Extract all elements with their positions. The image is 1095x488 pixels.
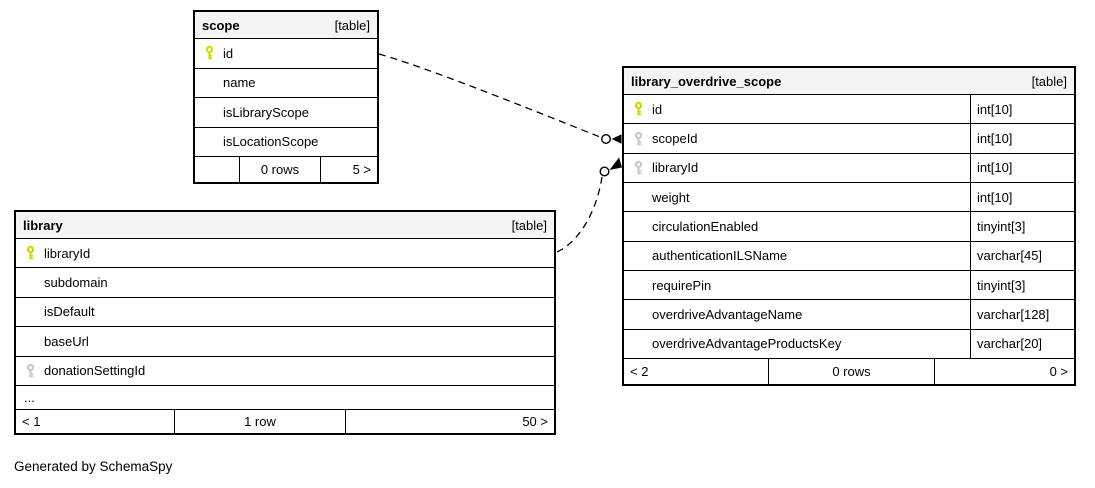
table-tag: [table] [1031, 73, 1067, 89]
column-subdomain: subdomain [16, 268, 554, 298]
column-circulationenabled: circulationEnabled tinyint[3] [624, 212, 1074, 242]
row-count: 0 rows [239, 157, 320, 182]
column-type: int[10] [970, 124, 1074, 153]
column-name: isDefault [44, 304, 95, 320]
arrowhead-icon [611, 134, 622, 144]
table-library-overdrive-scope: library_overdrive_scope [table] id int[1… [622, 66, 1076, 387]
column-islibraryscope: isLibraryScope [195, 98, 377, 128]
column-scopeid: scopeId int[10] [624, 124, 1074, 154]
column-name: scopeId [652, 131, 698, 147]
column-name: isLocationScope [223, 134, 319, 150]
foreign-key-icon [23, 363, 37, 379]
table-name: scope [202, 17, 240, 33]
table-library-footer: < 1 1 row 50 > [16, 409, 554, 433]
table-scope: scope [table] id name isLibraryScope [193, 10, 379, 184]
related-in-count: < 1 [22, 413, 41, 429]
column-islocationscope: isLocationScope [195, 127, 377, 157]
column-id: id int[10] [624, 95, 1074, 125]
table-name: library [23, 217, 63, 233]
related-out-count: 0 > [934, 359, 1074, 385]
column-type: varchar[20] [970, 329, 1074, 359]
table-tag: [table] [511, 217, 547, 233]
column-name: baseUrl [44, 333, 89, 349]
column-name: weight [652, 189, 690, 205]
column-type: int[10] [970, 95, 1074, 124]
column-name: libraryId [652, 160, 699, 176]
column-authenticationilsname: authenticationILSName varchar[45] [624, 241, 1074, 272]
related-in-count: < 2 [630, 364, 649, 380]
column-type: tinyint[3] [970, 212, 1074, 241]
column-overdriveadvantagename: overdriveAdvantageName varchar[128] [624, 300, 1074, 330]
column-name: subdomain [44, 275, 108, 291]
zero-or-one-marker [601, 133, 612, 144]
column-donationsettingid: donationSettingId [16, 356, 554, 386]
table-name: library_overdrive_scope [631, 73, 782, 89]
row-count: 0 rows [768, 359, 934, 385]
column-name: overdriveAdvantageName [652, 307, 803, 323]
column-libraryid: libraryId int[10] [624, 153, 1074, 184]
column-name: requirePin [652, 277, 712, 293]
table-library-header[interactable]: library [table] [16, 212, 554, 239]
table-tag: [table] [334, 17, 370, 33]
table-library-overdrive-scope-header[interactable]: library_overdrive_scope [table] [624, 68, 1074, 95]
column-name: libraryId [44, 245, 91, 261]
column-type: int[10] [970, 153, 1074, 183]
column-name: donationSettingId [44, 363, 146, 379]
footer-left [195, 157, 239, 182]
column-name: id [223, 45, 234, 61]
table-scope-footer: 0 rows 5 > [195, 157, 377, 182]
generated-by-caption: Generated by SchemaSpy [14, 459, 173, 474]
relationship-scope-id-to-scopeid [378, 53, 622, 144]
related-out-count: 50 > [345, 409, 554, 433]
ellipsis-text: ... [24, 389, 35, 405]
column-name: circulationEnabled [652, 219, 759, 235]
relationship-library-libraryid-to-libraryid [556, 157, 622, 253]
column-isdefault: isDefault [16, 297, 554, 328]
column-name: name [223, 75, 256, 91]
column-overdriveadvantageproductskey: overdriveAdvantageProductsKey varchar[20… [624, 329, 1074, 360]
column-baseurl: baseUrl [16, 327, 554, 357]
column-type: varchar[45] [970, 241, 1074, 271]
primary-key-icon [202, 45, 216, 61]
table-scope-header[interactable]: scope [table] [195, 12, 377, 39]
column-id: id [195, 39, 377, 69]
column-libraryid: libraryId [16, 239, 554, 269]
column-type: int[10] [970, 183, 1074, 212]
column-name: isLibraryScope [223, 104, 309, 120]
column-requirepin: requirePin tinyint[3] [624, 271, 1074, 301]
column-type: tinyint[3] [970, 271, 1074, 300]
table-library: library [table] libraryId subdomain is [14, 210, 556, 435]
column-weight: weight int[10] [624, 183, 1074, 213]
column-type: varchar[128] [970, 300, 1074, 329]
arrowhead-icon [609, 157, 622, 170]
primary-key-icon [631, 101, 645, 117]
foreign-key-icon [631, 131, 645, 147]
columns-ellipsis: ... [16, 385, 554, 410]
table-library-overdrive-scope-footer: < 2 0 rows 0 > [624, 359, 1074, 385]
primary-key-icon [23, 245, 37, 261]
column-name: authenticationILSName [652, 248, 788, 264]
column-name-field: name [195, 68, 377, 98]
column-name: id [652, 101, 663, 117]
row-count: 1 row [174, 409, 345, 433]
column-name: overdriveAdvantageProductsKey [652, 336, 842, 352]
foreign-key-icon [631, 160, 645, 176]
related-count: 5 > [320, 157, 377, 182]
zero-or-one-marker [599, 166, 610, 177]
